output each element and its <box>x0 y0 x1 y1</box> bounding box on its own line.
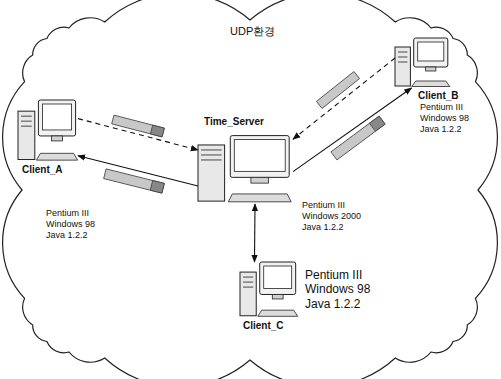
duplex-link <box>254 204 256 262</box>
drive-slot <box>201 159 222 160</box>
monitor <box>414 38 448 67</box>
message-arrow <box>78 119 198 150</box>
pc-tower <box>240 272 256 316</box>
screen <box>418 42 444 61</box>
drive-slot <box>398 57 407 58</box>
computer-name: Client_B <box>418 90 459 102</box>
drive-slot <box>21 116 32 117</box>
keyboard <box>258 310 298 316</box>
computer-name: Client_A <box>22 164 63 176</box>
drive-slot <box>398 62 407 63</box>
monitor <box>38 100 75 136</box>
spec-text: Pentium III Windows 98 Java 1.2.2 <box>420 102 480 134</box>
computer-icon <box>18 100 78 160</box>
network-cloud <box>3 0 498 379</box>
packet-bar <box>331 116 385 160</box>
drive-slot <box>201 149 222 150</box>
message-arrow <box>293 88 412 172</box>
screen <box>42 104 71 130</box>
monitor <box>230 136 289 178</box>
spec-text: Pentium III Windows 98 Java 1.2.2 <box>305 268 395 311</box>
diagram-title: UDP환경 <box>228 24 277 39</box>
screen <box>234 140 285 172</box>
drive-slot <box>243 277 253 278</box>
pc-tower <box>395 47 410 86</box>
drive-slot <box>21 126 32 127</box>
drive-slot <box>21 121 32 122</box>
computer-node: Time_ServerPentium III Windows 2000 Java… <box>198 132 293 204</box>
computer-node: Client_BPentium III Windows 98 Java 1.2.… <box>395 38 450 88</box>
screen <box>264 266 292 288</box>
keyboard <box>36 153 77 160</box>
computer-name: Client_C <box>243 320 284 332</box>
computer-icon <box>395 38 450 87</box>
packet-bars <box>104 72 385 194</box>
monitor-stand <box>426 67 436 71</box>
packet-bar <box>104 169 165 193</box>
computer-icon <box>240 262 298 316</box>
drive-slot <box>243 282 253 283</box>
computer-node: Client_CPentium III Windows 98 Java 1.2.… <box>240 262 298 318</box>
computer-node: Client_APentium III Windows 98 Java 1.2.… <box>18 100 78 162</box>
monitor-stand <box>272 294 283 298</box>
drive-slot <box>398 52 407 53</box>
monitor-stand <box>51 136 62 141</box>
pc-tower <box>198 145 225 201</box>
packet-bar <box>112 115 165 137</box>
drive-slot <box>243 287 253 288</box>
keyboard <box>412 81 450 87</box>
computer-name: Time_Server <box>204 116 264 128</box>
monitor <box>260 262 296 294</box>
message-arrow <box>293 58 395 139</box>
computer-icons <box>18 38 450 316</box>
pc-tower <box>18 111 35 159</box>
spec-text: Pentium III Windows 2000 Java 1.2.2 <box>302 200 372 232</box>
monitor-stand <box>251 177 269 183</box>
spec-text: Pentium III Windows 98 Java 1.2.2 <box>46 208 114 240</box>
keyboard <box>228 194 291 202</box>
computer-icon <box>198 136 291 202</box>
message-arrow <box>78 156 198 186</box>
drive-slot <box>201 154 222 155</box>
